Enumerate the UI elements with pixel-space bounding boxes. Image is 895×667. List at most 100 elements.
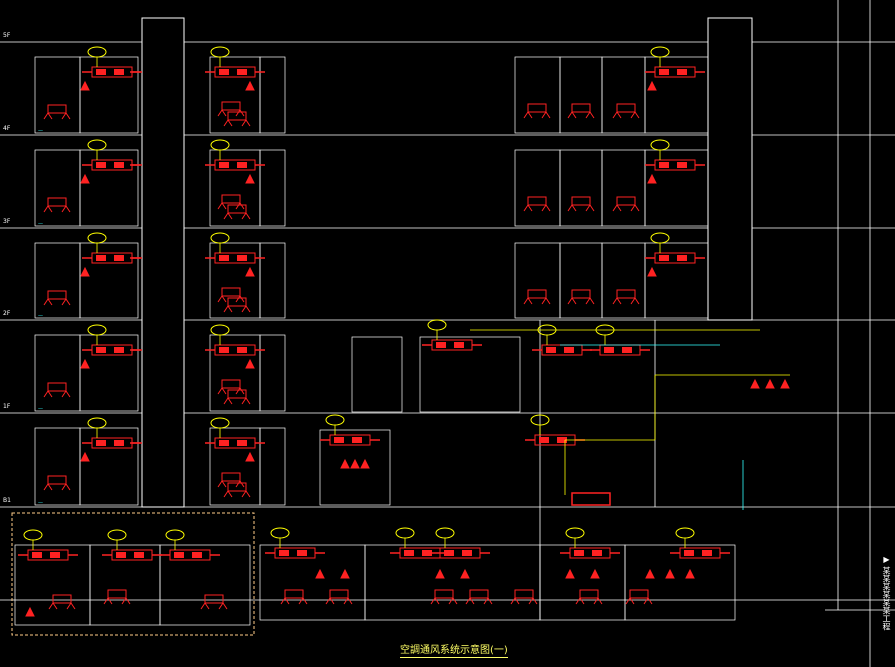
fan-coil-unit (625, 589, 653, 605)
ahu-fan (237, 440, 247, 446)
diffuser (217, 202, 245, 210)
ahu-fan (297, 550, 307, 556)
ahu-coil (334, 437, 344, 443)
diffuser (43, 390, 71, 398)
room-outline (259, 427, 286, 506)
fan-coil-unit (567, 289, 595, 305)
ahu-coil (279, 550, 289, 556)
controller-ellipse (675, 527, 695, 539)
diffuser (223, 119, 251, 127)
fcu-casing (221, 194, 241, 204)
ahu-unit (205, 324, 265, 356)
fcu-casing (284, 589, 304, 599)
supply-diffuser (245, 358, 255, 369)
ahu-coil (684, 550, 694, 556)
fan-coil-unit (223, 204, 251, 220)
diffuser (43, 112, 71, 120)
room-outline (34, 149, 81, 227)
shaft-right (707, 17, 753, 321)
supply-diffuser (565, 568, 575, 579)
controller-ellipse (87, 232, 107, 244)
controller-ellipse (210, 324, 230, 336)
ahu-coil (546, 347, 556, 353)
ahu-coil (116, 552, 126, 558)
supply-diffuser (245, 266, 255, 277)
ahu-coil (659, 69, 669, 75)
room-outline (209, 56, 261, 134)
ahu-coil (444, 550, 454, 556)
floor-label: 3F (3, 218, 11, 225)
supply-diffuser (340, 568, 350, 579)
floor-label: 4F (3, 125, 11, 132)
ahu-fan (192, 552, 202, 558)
ahu-unit (422, 319, 482, 351)
room-outline (259, 334, 286, 412)
fcu-casing (571, 289, 591, 299)
room-outline (514, 149, 561, 227)
ahu-fan (114, 69, 124, 75)
ahu-unit (670, 527, 730, 559)
fcu-casing (221, 379, 241, 389)
room-outline (644, 149, 709, 227)
room-outline (259, 56, 286, 134)
title-block-sidebar: ▶ 某某某某某某工程 (882, 555, 891, 631)
controller-ellipse (87, 139, 107, 151)
room-tag: — (38, 313, 43, 319)
room-outline (559, 149, 603, 227)
ahu-unit (205, 139, 265, 171)
fcu-casing (47, 290, 67, 300)
fan-coil-unit (43, 104, 71, 120)
ahu-coil (96, 440, 106, 446)
fan-coil-unit (200, 594, 228, 610)
ahu-unit (102, 529, 162, 561)
supply-diffuser (750, 378, 760, 389)
diffuser (510, 597, 538, 605)
ahu-coil (404, 550, 414, 556)
diffuser (103, 597, 131, 605)
diffuser (223, 397, 251, 405)
ahu-fan (564, 347, 574, 353)
ahu-coil (96, 255, 106, 261)
controller-ellipse (87, 46, 107, 58)
controller-ellipse (427, 319, 447, 331)
supply-diffuser (80, 266, 90, 277)
fan-coil-unit (43, 290, 71, 306)
room-outline (159, 544, 251, 626)
floor-label: B1 (3, 497, 11, 504)
fcu-casing (616, 289, 636, 299)
floor-label: 5F (3, 32, 11, 39)
ahu-fan (422, 550, 432, 556)
room-outline (351, 336, 403, 413)
fcu-casing (204, 594, 224, 604)
fan-coil-unit (523, 196, 551, 212)
fcu-casing (579, 589, 599, 599)
diffuser (612, 297, 640, 305)
fcu-casing (47, 197, 67, 207)
ahu-coil (604, 347, 614, 353)
diffuser (223, 490, 251, 498)
supply-diffuser (780, 378, 790, 389)
room-outline (559, 242, 603, 319)
air-handling-unit-main (571, 492, 611, 506)
ahu-unit (265, 527, 325, 559)
room-tag: — (38, 221, 43, 227)
shaft-left (141, 17, 185, 508)
ahu-unit (430, 527, 490, 559)
room-outline (79, 242, 139, 319)
fcu-casing (221, 472, 241, 482)
fan-coil-unit (217, 379, 245, 395)
fcu-casing (616, 103, 636, 113)
diffuser (567, 297, 595, 305)
supply-diffuser (245, 173, 255, 184)
room-outline (34, 242, 81, 319)
controller-ellipse (23, 529, 43, 541)
supply-diffuser (80, 358, 90, 369)
ahu-fan (50, 552, 60, 558)
fcu-casing (227, 204, 247, 214)
room-outline (79, 149, 139, 227)
room-outline (514, 56, 561, 134)
ahu-fan (454, 342, 464, 348)
diffuser (48, 602, 76, 610)
ahu-coil (219, 69, 229, 75)
fcu-casing (329, 589, 349, 599)
